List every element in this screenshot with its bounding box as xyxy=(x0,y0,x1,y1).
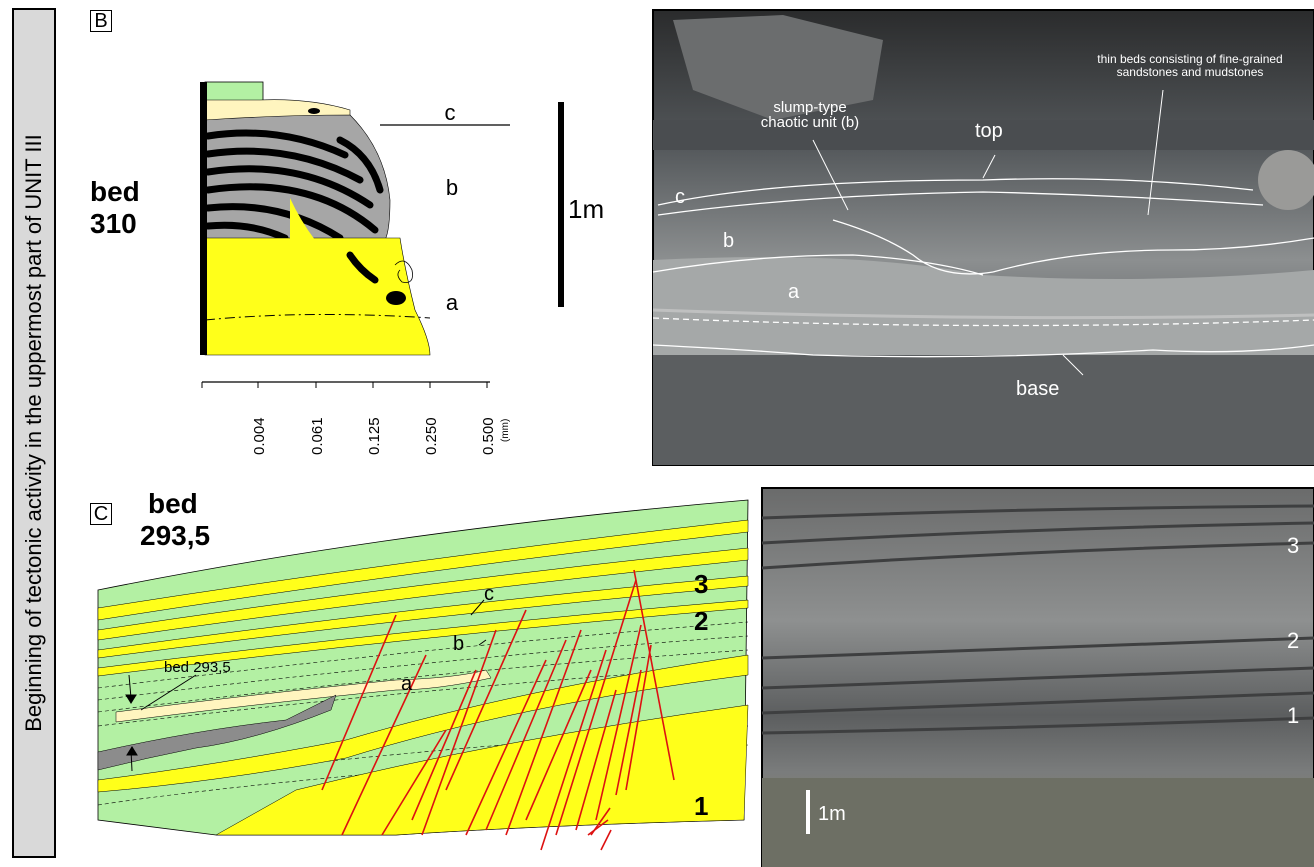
grain-tick-4: 0.500 xyxy=(480,417,497,455)
scale-bar-b xyxy=(558,102,564,307)
scale-label-c: 1m xyxy=(818,803,846,825)
grain-tick-3: 0.250 xyxy=(423,417,440,455)
cross-section-c: bed 293,5 a b c 1 2 3 xyxy=(97,499,749,851)
annotation-bed-293-5: bed 293,5 xyxy=(164,659,231,676)
photo-c-label-3: 3 xyxy=(1287,533,1299,558)
panel-c-bed-number: 293,5 xyxy=(140,520,211,551)
label-a: a xyxy=(788,281,800,303)
photo-b-boundaries xyxy=(652,178,1314,358)
photo-c-label-1: 1 xyxy=(1287,703,1299,728)
log-injection xyxy=(290,198,315,240)
panel-b-letter: B xyxy=(90,10,112,32)
panel-c-letter: C xyxy=(90,503,112,525)
log-unit-b-laminae xyxy=(204,129,384,242)
log-clast-c xyxy=(308,108,320,114)
section-label-c: c xyxy=(484,583,494,605)
label-base: base xyxy=(1016,378,1059,400)
grain-tick-1: 0.061 xyxy=(309,417,326,455)
section-label-b: b xyxy=(453,633,464,655)
outcrop-photo-c: 3 2 1 1m xyxy=(761,487,1314,867)
unit-a-label: a xyxy=(446,290,459,315)
side-title: Beginning of tectonic activity in the up… xyxy=(21,134,46,732)
section-mid-sandstone xyxy=(97,654,749,793)
grain-unit: (mm) xyxy=(500,419,511,442)
photo-c-river xyxy=(762,778,1314,867)
panel-b-bed-number: 310 xyxy=(90,208,137,239)
grain-tick-0: 0.004 xyxy=(251,417,268,455)
scale-label-b: 1m xyxy=(568,194,604,224)
sedimentary-log-b: c b a 1m 0.004 0.061 0.125 0.250 0.500 (… xyxy=(200,81,604,455)
log-axis-bar xyxy=(200,82,207,355)
log-unit-a xyxy=(204,237,431,356)
unit-c-label: c xyxy=(445,100,456,125)
grain-axis-ticks xyxy=(201,382,488,388)
section-label-2: 2 xyxy=(694,606,708,636)
scale-bar-c xyxy=(806,790,810,834)
unit-b-label: b xyxy=(446,175,458,200)
photo-c-label-2: 2 xyxy=(1287,628,1299,653)
label-top: top xyxy=(975,120,1003,142)
panel-c-bed-label: bed xyxy=(148,488,198,519)
section-label-1: 1 xyxy=(694,791,708,821)
section-label-a: a xyxy=(401,673,413,695)
label-c: c xyxy=(675,186,685,208)
section-folded-bed xyxy=(115,669,492,723)
annotation-slump-2: chaotic unit (b) xyxy=(761,114,859,131)
grain-tick-2: 0.125 xyxy=(366,417,383,455)
label-b: b xyxy=(723,230,734,252)
boulder-right xyxy=(1258,150,1314,210)
section-thin-beds xyxy=(97,621,749,806)
section-label-3: 3 xyxy=(694,569,708,599)
photo-c-strata xyxy=(761,504,1314,735)
boulder-top xyxy=(673,15,883,120)
log-clast-a1 xyxy=(346,251,379,284)
log-clast-a3 xyxy=(394,260,413,283)
annotation-slump-1: slump-type xyxy=(773,99,846,116)
section-upper-sandstones xyxy=(97,519,749,677)
section-faults xyxy=(321,569,675,851)
log-mudstone-top xyxy=(204,81,264,103)
photo-b-leader-lines xyxy=(812,89,1164,376)
annotation-thin-beds-2: sandstones and mudstones xyxy=(1117,65,1264,79)
log-internal-surface xyxy=(204,313,431,321)
log-clast-a2 xyxy=(386,291,406,305)
outcrop-photo-b: thin beds consisting of fine-grained san… xyxy=(652,9,1314,466)
side-title-box: Beginning of tectonic activity in the up… xyxy=(12,8,56,858)
section-slump-lens xyxy=(97,694,337,771)
annotation-thin-beds-1: thin beds consisting of fine-grained xyxy=(1097,52,1282,66)
sandstone-bed-a xyxy=(653,257,1314,355)
section-annotation-arrows xyxy=(125,599,487,772)
panel-b-bed-label: bed xyxy=(90,176,140,207)
